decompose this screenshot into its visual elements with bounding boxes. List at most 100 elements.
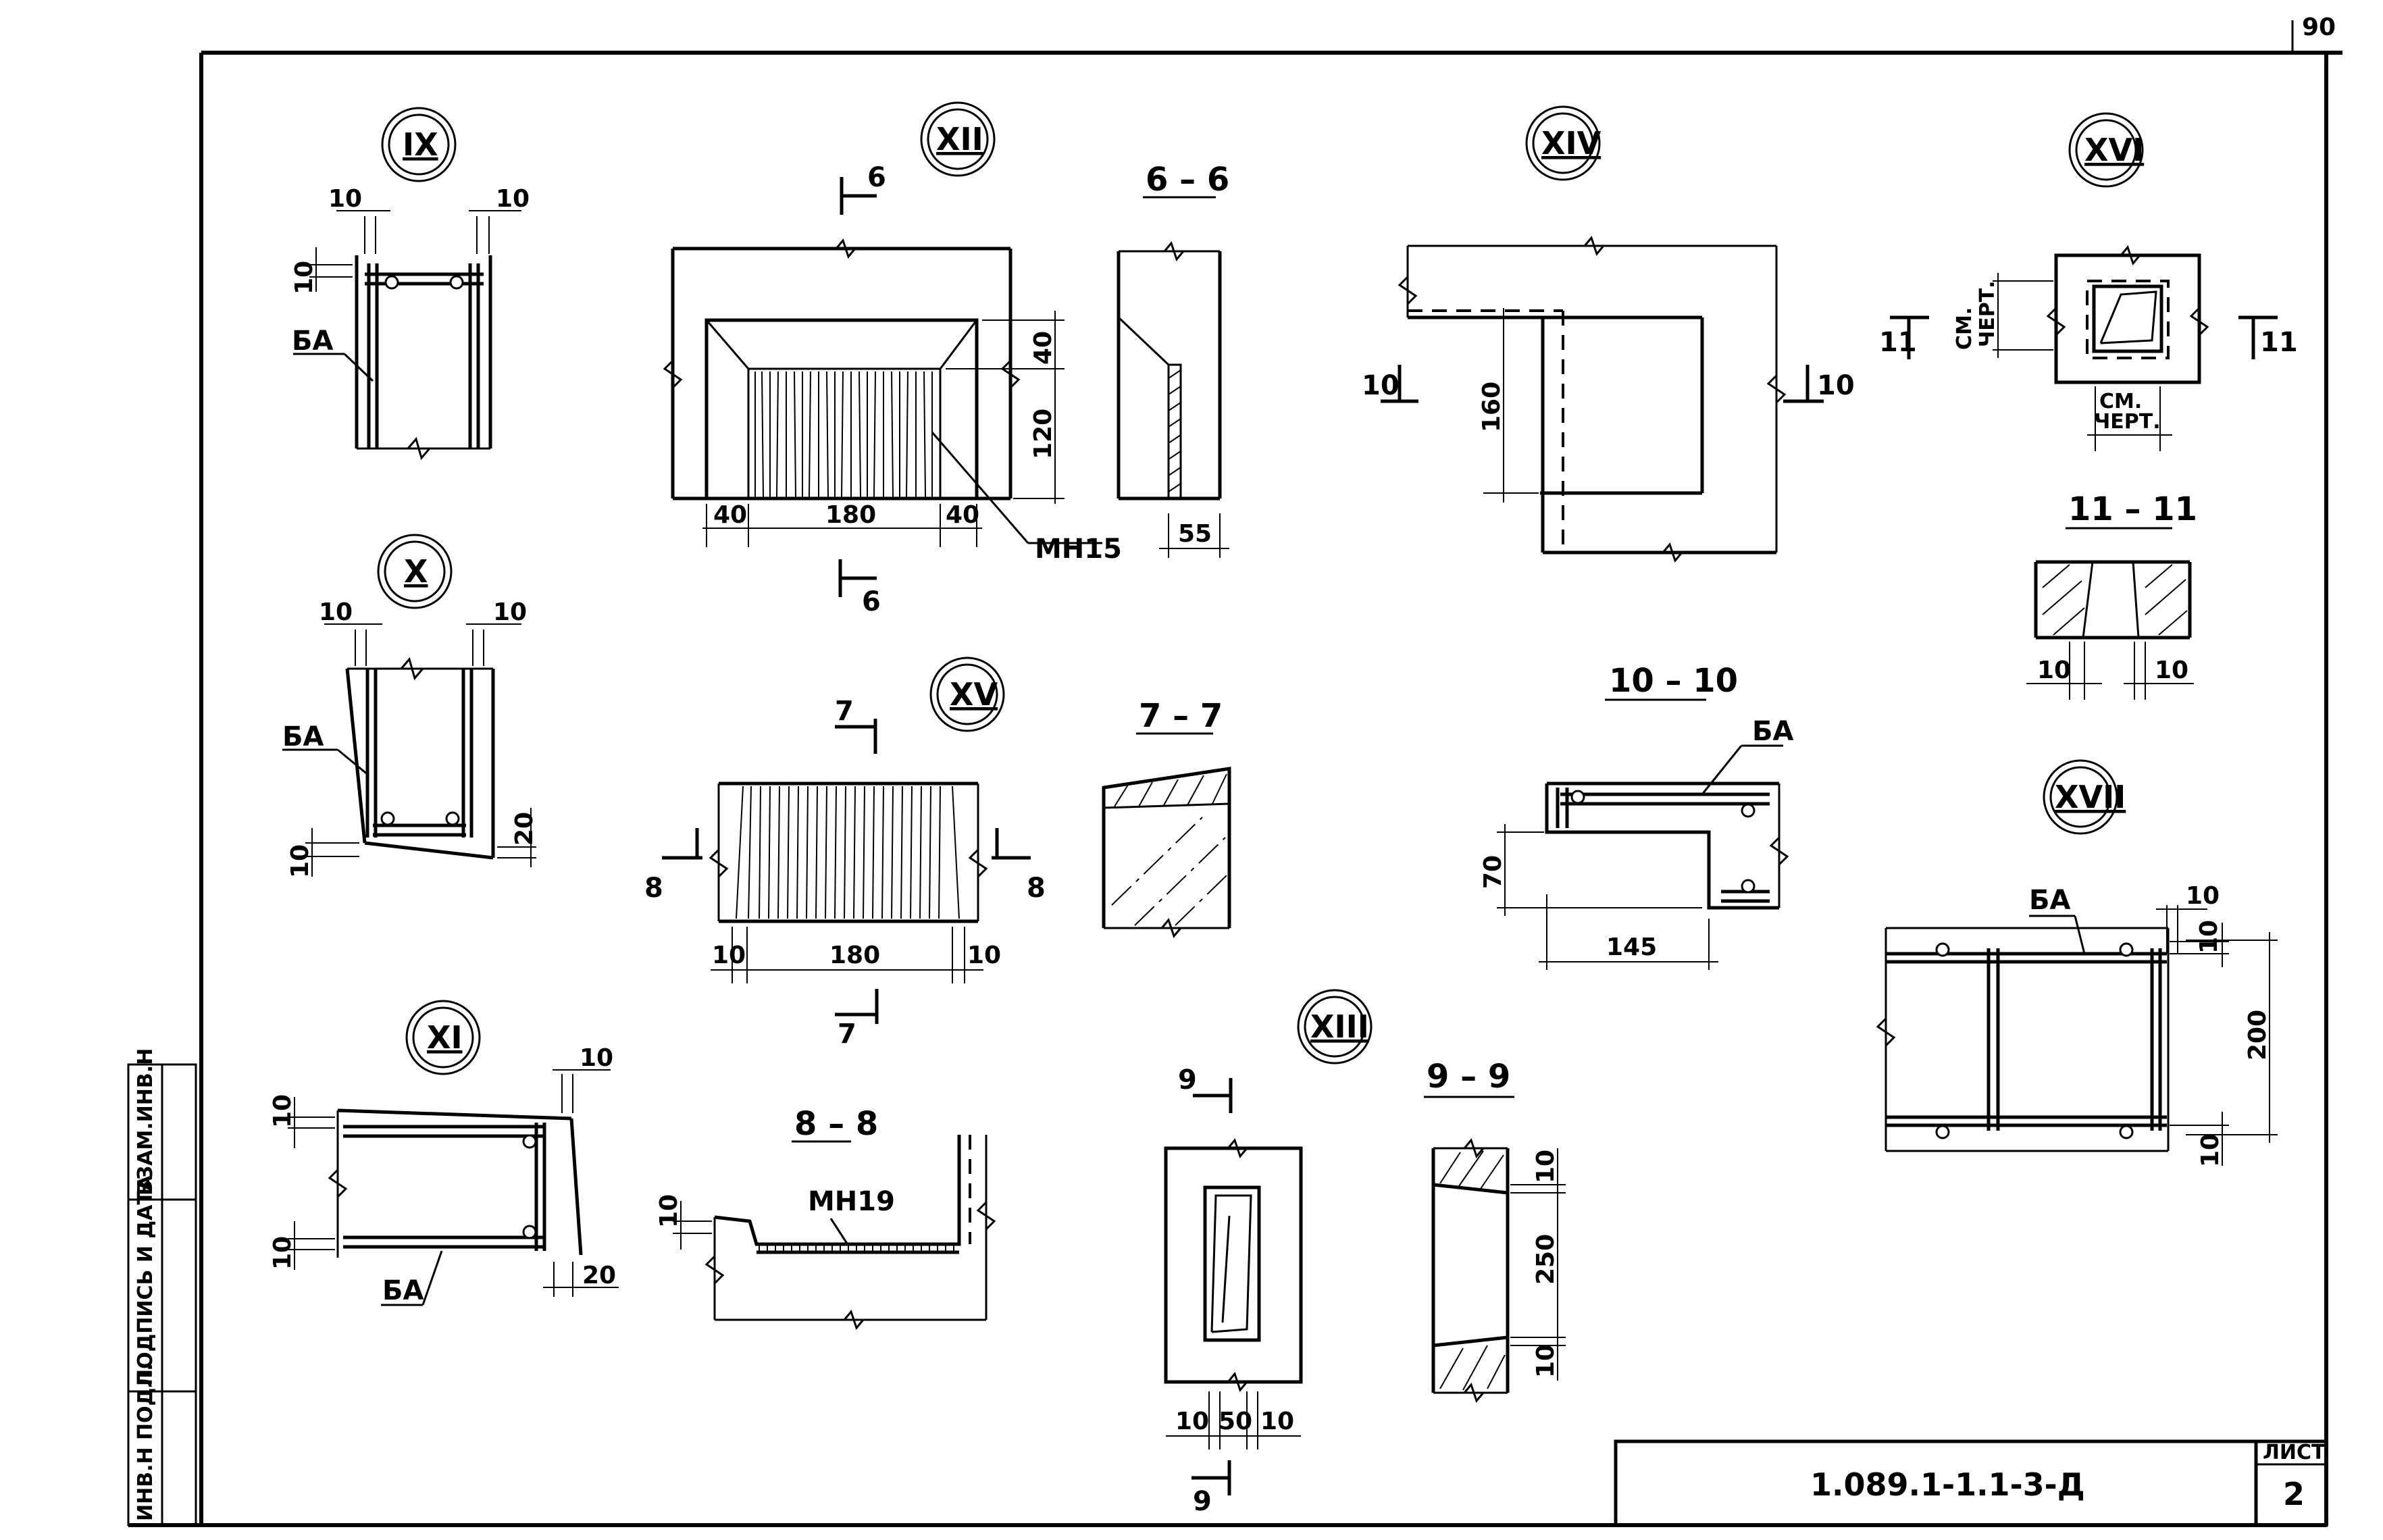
xvii-dim-top-b: 10	[2195, 920, 2223, 954]
section-title-8-8: 8 – 8	[794, 1105, 878, 1143]
ix-dim-top: 10	[290, 261, 318, 294]
page-corner-number: 90	[2302, 14, 2336, 41]
section-9-9: 9 – 9 10 250 10	[1424, 1058, 1566, 1404]
detail-xii: XII 6 6	[663, 101, 1122, 617]
xvi-note-v2: ЧЕРТ.	[1976, 280, 1999, 347]
x-dim-left: 10	[319, 598, 353, 626]
s99-dim-top: 10	[1532, 1150, 1560, 1183]
xii-dim-40-left: 40	[713, 501, 747, 529]
xi-dim-top: 10	[269, 1094, 297, 1128]
xii-cut-bottom: 6	[862, 586, 881, 617]
xv-cut-top: 7	[835, 696, 854, 727]
xi-dim-right-top: 10	[580, 1044, 613, 1072]
sheet-frame: 90	[128, 14, 2342, 1527]
detail-mark-xv: XV	[950, 676, 998, 713]
section-8-8: 8 – 8 МН19 10	[655, 1105, 996, 1331]
detail-mark-x: X	[404, 553, 428, 590]
xii-dim-v120: 120	[1029, 409, 1057, 459]
section-title-9-9: 9 – 9	[1427, 1058, 1510, 1096]
ix-callout-ba: БА	[292, 326, 333, 357]
stamp-cell-inventory: ИНВ.Н ПОДЛ.	[134, 1363, 157, 1521]
xv-dim-10-left: 10	[712, 942, 746, 969]
xvi-cut-right: 11	[2260, 327, 2298, 358]
detail-xiv: XIV 10 10 160	[1362, 105, 1855, 563]
xii-dim-40-right: 40	[946, 501, 979, 529]
xii-dim-v40: 40	[1029, 331, 1057, 365]
stamp-cell-replacement: ВЗАМ.ИНВ.Н	[134, 1048, 157, 1196]
sheet-number: 2	[2283, 1476, 2305, 1512]
detail-ix: IX 10 10 10 БА	[290, 107, 530, 461]
section-11-11: 11 – 11 10 10	[2026, 490, 2197, 700]
xv-hatching	[736, 786, 960, 919]
xv-dim-180: 180	[829, 942, 880, 969]
s1111-dim-right: 10	[2155, 657, 2188, 684]
section-title-7-7: 7 – 7	[1139, 697, 1223, 735]
s99-dim-250: 250	[1532, 1234, 1560, 1285]
section-title-6-6: 6 – 6	[1146, 161, 1229, 199]
xiii-cut-bottom: 9	[1193, 1486, 1212, 1517]
s1010-dim-h145: 145	[1606, 933, 1657, 961]
s88-mn19-hatching	[759, 1244, 954, 1252]
xi-dim-right-bottom: 20	[582, 1262, 616, 1289]
sheet-label: ЛИСТ	[2263, 1441, 2326, 1464]
xi-callout-ba: БА	[382, 1275, 424, 1306]
xvi-note-v1: СМ.	[1953, 307, 1976, 350]
ix-dim-right: 10	[496, 185, 530, 213]
detail-mark-xiii: XIII	[1310, 1008, 1369, 1045]
detail-x: X 10 10 10 20 БА	[282, 534, 538, 878]
xi-dim-bottom: 10	[269, 1236, 297, 1270]
xvii-dim-top-a: 10	[2186, 882, 2220, 910]
ix-dim-left: 10	[328, 185, 362, 213]
x-callout-ba: БА	[282, 721, 324, 752]
xiii-dim-10-left: 10	[1175, 1408, 1209, 1435]
xiv-cut-right: 10	[1817, 370, 1855, 401]
xvi-note-h1: СМ.	[2099, 390, 2142, 413]
detail-mark-xvii: XVII	[2055, 779, 2126, 815]
xii-mn15-hatching	[754, 371, 933, 498]
x-dim-bottom: 10	[286, 844, 314, 878]
xvii-callout-ba: БА	[2029, 885, 2070, 916]
section-title-11-11: 11 – 11	[2068, 490, 2197, 528]
x-dim-side: 20	[511, 812, 538, 846]
xv-cut-right: 8	[1027, 873, 1046, 904]
detail-xiii: XIII 9 9 10 50 10	[1164, 989, 1373, 1517]
xvii-dim-v200: 200	[2244, 1010, 2272, 1060]
detail-xi: XI 10 10 10 20 БА	[269, 1000, 619, 1306]
section-title-10-10: 10 – 10	[1609, 662, 1738, 700]
xv-cut-bottom: 7	[838, 1019, 856, 1050]
xiii-dim-50: 50	[1219, 1408, 1252, 1435]
s88-callout-mn19: МН19	[808, 1186, 895, 1217]
xiv-dim-v160: 160	[1478, 382, 1506, 432]
section-10-10: 10 – 10 БА 70 145	[1479, 662, 1793, 970]
detail-xvi: XVI 11 11 СМ. ЧЕРТ. СМ. ЧЕРТ.	[1879, 112, 2298, 451]
xvii-dim-bottom: 10	[2197, 1133, 2224, 1167]
detail-mark-xi: XI	[427, 1019, 463, 1056]
s1010-dim-v70: 70	[1479, 855, 1507, 889]
xii-callout-mn15: МН15	[1035, 534, 1122, 565]
section-7-7: 7 – 7	[1102, 697, 1231, 939]
detail-xv: XV 7 7 8 8	[644, 657, 1046, 1050]
x-dim-right: 10	[493, 598, 527, 626]
approval-stamp: ИНВ.Н ПОДЛ. ПОДПИСЬ И ДАТА ВЗАМ.ИНВ.Н	[127, 1048, 197, 1526]
section-6-6: 6 – 6 55	[1117, 161, 1229, 558]
xv-cut-left: 8	[644, 873, 663, 904]
title-block: 1.089.1-1.1-3-Д ЛИСТ 2	[1614, 1439, 2328, 1527]
s99-dim-bottom: 10	[1532, 1344, 1560, 1378]
detail-mark-xii: XII	[936, 121, 983, 157]
s1010-callout-ba: БА	[1752, 716, 1793, 747]
detail-xvii: XVII БА 10 10 200 10	[1876, 759, 2278, 1167]
detail-mark-xiv: XIV	[1541, 125, 1602, 161]
xv-dim-10-right: 10	[967, 942, 1001, 969]
s88-dim-left: 10	[655, 1194, 683, 1228]
detail-mark-xvi: XVI	[2084, 132, 2144, 168]
xiii-cut-top: 9	[1178, 1064, 1197, 1096]
stamp-cell-signature: ПОДПИСЬ И ДАТА	[134, 1175, 157, 1386]
xiii-dim-10-right: 10	[1260, 1408, 1294, 1435]
xvi-cut-left: 11	[1879, 327, 1917, 358]
s1111-dim-left: 10	[2037, 657, 2071, 684]
xiv-cut-left: 10	[1362, 370, 1400, 401]
xii-dim-180: 180	[825, 501, 876, 529]
xvi-note-h2: ЧЕРТ.	[2094, 410, 2161, 434]
s66-dim-width: 55	[1178, 520, 1212, 548]
